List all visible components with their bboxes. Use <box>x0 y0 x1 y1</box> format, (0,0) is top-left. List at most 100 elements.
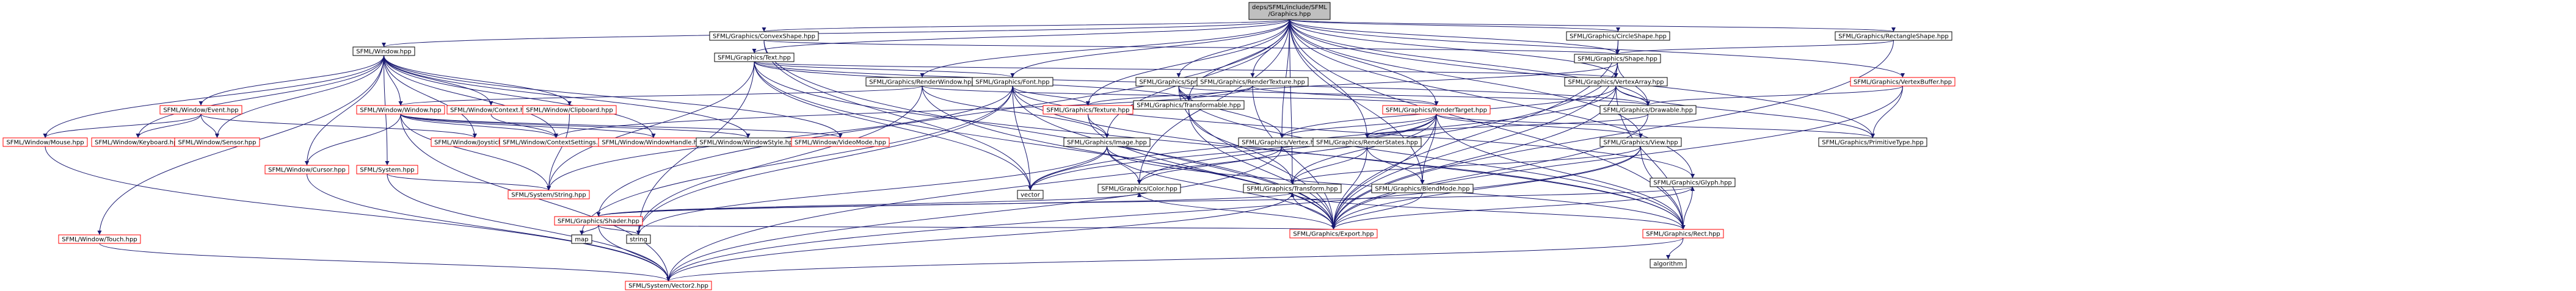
node-g-image[interactable]: SFML/Graphics/Image.hpp <box>1063 137 1151 147</box>
node-map[interactable]: map <box>571 234 592 244</box>
node-box <box>1650 259 1687 268</box>
edge-sfml-window-to-w-windowhandle <box>384 55 656 138</box>
node-s-system[interactable]: SFML/System.hpp <box>356 165 418 174</box>
node-g-renderwindow[interactable]: SFML/Graphics/RenderWindow.hpp <box>865 77 979 87</box>
edge-g-shape-to-g-export <box>1331 62 1618 230</box>
node-label: SFML/Graphics/Glyph.hpp <box>1653 180 1732 187</box>
node-g-primitivetype[interactable]: SFML/Graphics/PrimitiveType.hpp <box>1818 137 1927 147</box>
node-w-cursor[interactable]: SFML/Window/Cursor.hpp <box>264 165 349 174</box>
edge-g-rendertarget-to-g-transform <box>1290 113 1437 185</box>
node-box <box>174 137 260 147</box>
edge-root-to-g-rendertarget <box>1289 19 1439 106</box>
edge-root-to-g-circle <box>1289 19 1620 32</box>
node-box <box>1063 137 1151 147</box>
edge-g-shader-to-s-vector2 <box>598 225 671 282</box>
edge-g-vertex-to-s-vector2 <box>666 146 1283 282</box>
node-label: SFML/Graphics/RenderStates.hpp <box>1316 140 1418 146</box>
edge-g-view-to-g-transform <box>1290 146 1641 185</box>
node-label: SFML/Window/Cursor.hpp <box>268 167 346 174</box>
node-w-window[interactable]: SFML/Window/Window.hpp <box>356 105 445 115</box>
node-box <box>508 190 590 199</box>
node-g-renderstates[interactable]: SFML/Graphics/RenderStates.hpp <box>1312 137 1422 147</box>
node-label: SFML/Graphics/Transform.hpp <box>1246 186 1337 193</box>
node-g-convex[interactable]: SFML/Graphics/ConvexShape.hpp <box>709 31 819 41</box>
node-g-transformable[interactable]: SFML/Graphics/Transformable.hpp <box>1133 100 1245 110</box>
node-w-sensor[interactable]: SFML/Window/Sensor.hpp <box>174 137 260 147</box>
node-g-shader[interactable]: SFML/Graphics/Shader.hpp <box>554 216 643 226</box>
node-w-contextsettings[interactable]: SFML/Window/ContextSettings.hpp <box>499 137 613 147</box>
node-g-transform[interactable]: SFML/Graphics/Transform.hpp <box>1243 184 1342 193</box>
edge-g-text-to-g-vertexarray <box>754 61 1618 78</box>
node-w-videomode[interactable]: SFML/Window/VideoMode.hpp <box>791 137 890 147</box>
node-g-circle[interactable]: SFML/Graphics/CircleShape.hpp <box>1566 31 1670 41</box>
node-w-touch[interactable]: SFML/Window/Touch.hpp <box>58 234 141 244</box>
node-g-rendertarget[interactable]: SFML/Graphics/RenderTarget.hpp <box>1382 105 1491 115</box>
edge-sfml-window-to-w-clipboard <box>384 55 572 106</box>
node-w-windowhandle[interactable]: SFML/Window/WindowHandle.hpp <box>598 137 709 147</box>
node-box <box>1564 77 1668 87</box>
node-label: SFML/Graphics/RenderWindow.hpp <box>869 79 975 86</box>
node-g-shape[interactable]: SFML/Graphics/Shape.hpp <box>1574 54 1661 63</box>
edge-g-shader-to-g-export <box>598 225 1334 230</box>
node-box <box>1599 137 1682 147</box>
node-g-glyph[interactable]: SFML/Graphics/Glyph.hpp <box>1650 178 1736 187</box>
node-label: SFML/Graphics/Shape.hpp <box>1577 56 1657 63</box>
edge-sfml-window-to-w-mouse <box>43 55 384 138</box>
node-label: SFML/Graphics/RenderTarget.hpp <box>1386 107 1487 114</box>
node-s-string[interactable]: SFML/System/String.hpp <box>508 190 590 199</box>
node-g-texture[interactable]: SFML/Graphics/Texture.hpp <box>1042 105 1133 115</box>
node-box <box>1850 77 1956 87</box>
node-box <box>58 234 141 244</box>
node-label: /Graphics.hpp <box>1268 11 1311 18</box>
node-w-keyboard[interactable]: SFML/Window/Keyboard.hpp <box>91 137 185 147</box>
edge-g-rendertexture-to-w-contextsettings <box>554 85 1253 138</box>
node-g-color[interactable]: SFML/Graphics/Color.hpp <box>1097 184 1181 193</box>
node-w-event[interactable]: SFML/Window/Event.hpp <box>159 105 242 115</box>
node-box <box>1097 184 1181 193</box>
node-g-rect[interactable]: SFML/Graphics/Rect.hpp <box>1642 229 1724 239</box>
node-label: SFML/Graphics/VertexArray.hpp <box>1568 79 1664 86</box>
node-string[interactable]: string <box>626 234 651 244</box>
node-w-context[interactable]: SFML/Window/Context.hpp <box>446 105 536 115</box>
node-label: SFML/Window/Clipboard.hpp <box>526 107 613 114</box>
node-g-vertex[interactable]: SFML/Graphics/Vertex.hpp <box>1238 137 1326 147</box>
node-g-rectangle[interactable]: SFML/Graphics/RectangleShape.hpp <box>1835 31 1952 41</box>
node-g-vertexarray[interactable]: SFML/Graphics/VertexArray.hpp <box>1564 77 1668 87</box>
edge-g-view-to-g-rect <box>1640 146 1686 230</box>
node-g-export[interactable]: SFML/Graphics/Export.hpp <box>1289 229 1378 239</box>
edge-g-convex-to-g-shape <box>763 40 1620 55</box>
node-g-drawable[interactable]: SFML/Graphics/Drawable.hpp <box>1599 105 1697 115</box>
node-box <box>625 281 712 290</box>
node-label: SFML/Graphics/BlendMode.hpp <box>1375 186 1469 193</box>
node-s-vector2[interactable]: SFML/System/Vector2.hpp <box>625 281 712 290</box>
edge-g-vertexarray-to-g-primitivetype <box>1615 85 1875 138</box>
edge-s-system-to-s-string <box>387 173 551 191</box>
node-g-font[interactable]: SFML/Graphics/Font.hpp <box>972 77 1053 87</box>
edge-sfml-window-to-w-sensor <box>215 55 384 138</box>
node-g-text[interactable]: SFML/Graphics/Text.hpp <box>714 52 795 62</box>
node-g-view[interactable]: SFML/Graphics/View.hpp <box>1599 137 1682 147</box>
node-g-vertexbuffer[interactable]: SFML/Graphics/VertexBuffer.hpp <box>1850 77 1956 87</box>
node-label: SFML/Window/WindowHandle.hpp <box>602 140 705 146</box>
edge-g-rect-to-algorithm <box>1666 237 1684 260</box>
node-sfml-window[interactable]: SFML/Window.hpp <box>352 46 415 56</box>
node-w-windowstyle[interactable]: SFML/Window/WindowStyle.hpp <box>696 137 801 147</box>
edge-g-transform-to-g-rect <box>1292 192 1686 230</box>
edge-g-rendertarget-to-g-blendmode <box>1420 113 1437 185</box>
edge-sfml-window-to-w-cursor <box>305 55 384 166</box>
edge-g-sprite-to-g-rect <box>1178 85 1686 230</box>
node-w-mouse[interactable]: SFML/Window/Mouse.hpp <box>2 137 88 147</box>
edge-root-to-g-drawable <box>1289 19 1650 106</box>
node-g-rendertexture[interactable]: SFML/Graphics/RenderTexture.hpp <box>1196 77 1309 87</box>
node-vector[interactable]: vector <box>1017 190 1044 199</box>
node-label: map <box>575 237 588 243</box>
node-label: SFML/Graphics/Export.hpp <box>1293 231 1374 238</box>
edge-g-sprite-to-g-drawable <box>1178 85 1650 106</box>
edge-root-to-g-font <box>1010 19 1290 78</box>
node-root[interactable]: deps/SFML/include/SFML/Graphics.hpp <box>1248 2 1331 20</box>
edge-g-sprite-to-g-export <box>1178 85 1336 230</box>
edge-g-rendertarget-to-g-renderstates <box>1365 113 1437 138</box>
node-g-blendmode[interactable]: SFML/Graphics/BlendMode.hpp <box>1371 184 1474 193</box>
node-w-clipboard[interactable]: SFML/Window/Clipboard.hpp <box>522 105 617 115</box>
node-algorithm[interactable]: algorithm <box>1650 259 1687 268</box>
